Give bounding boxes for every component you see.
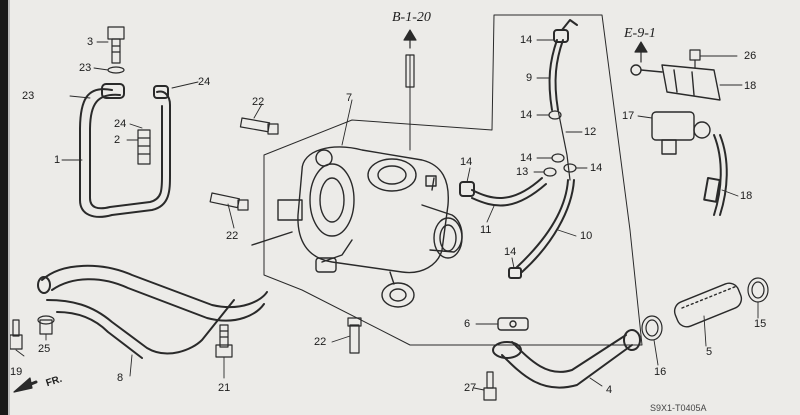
reference-label-top: B-1-20 <box>392 10 431 25</box>
callout-13: 13 <box>516 166 529 178</box>
callout-14-c: 14 <box>520 152 533 164</box>
part-6-gasket <box>497 317 529 331</box>
callout-22-mid: 22 <box>226 230 239 242</box>
part-2-bolt <box>137 129 151 165</box>
part-26-bolt <box>689 49 701 69</box>
part-22-stud-upper <box>239 117 279 135</box>
front-direction-arrow <box>13 377 38 393</box>
callout-23-top: 23 <box>79 62 92 74</box>
part-8-water-pipe <box>37 264 268 359</box>
callout-7: 7 <box>346 92 353 104</box>
part-7-turbocharger <box>251 146 463 308</box>
callout-15: 15 <box>754 318 767 330</box>
callout-2: 2 <box>114 134 121 146</box>
part-22-stud-lower <box>347 317 362 354</box>
part-16-clamp-lower <box>641 315 663 341</box>
part-17-solenoid <box>651 111 711 155</box>
parts-diagram-sheet: B-1-20 E-9-1 FR. S9X1-T0405A 3 23 24 23 … <box>8 0 800 415</box>
callout-23-left: 23 <box>22 90 35 102</box>
callout-9: 9 <box>526 72 533 84</box>
part-27-bolt <box>483 371 497 401</box>
callout-24-top: 24 <box>198 76 211 88</box>
callout-4: 4 <box>606 384 613 396</box>
callout-10: 10 <box>580 230 593 242</box>
part-25-washer <box>37 315 55 335</box>
part-18-bracket-upper <box>630 64 721 101</box>
part-12-line <box>557 109 571 181</box>
part-22-stud-mid <box>209 192 249 211</box>
callout-14-e: 14 <box>460 156 473 168</box>
assembly-outline <box>263 14 643 346</box>
callout-26: 26 <box>744 50 757 62</box>
part-15-clamp <box>747 277 769 303</box>
part-21-bolt <box>215 324 233 358</box>
callout-1: 1 <box>54 154 61 166</box>
callout-21: 21 <box>218 382 231 394</box>
callout-18-lower: 18 <box>740 190 753 202</box>
callout-19: 19 <box>10 366 23 378</box>
callout-8: 8 <box>117 372 124 384</box>
callout-16-lower: 16 <box>654 366 667 378</box>
part-10-hose <box>508 179 575 279</box>
reference-arrow-top <box>403 29 417 151</box>
callout-27: 27 <box>464 382 477 394</box>
callout-11: 11 <box>480 224 492 236</box>
part-1-intake-pipe <box>79 83 171 218</box>
callout-14-b: 14 <box>520 109 533 121</box>
callout-18-upper: 18 <box>744 80 757 92</box>
callout-5: 5 <box>706 346 713 358</box>
part-5-hose <box>673 282 743 328</box>
leader-lines <box>15 39 759 391</box>
part-18-hose-lower <box>703 134 728 216</box>
callout-24-mid: 24 <box>114 118 127 130</box>
callout-17: 17 <box>622 110 635 122</box>
callout-22-lower: 22 <box>314 336 327 348</box>
reference-arrow-right <box>634 41 648 63</box>
callout-3: 3 <box>87 36 94 48</box>
turbocharger-parts-drawing <box>10 14 769 401</box>
callout-14-f: 14 <box>504 246 517 258</box>
part-9-hose <box>548 19 578 111</box>
callout-25: 25 <box>38 343 51 355</box>
callout-6: 6 <box>464 318 471 330</box>
part-19-bolt <box>10 319 23 350</box>
callout-12: 12 <box>584 126 597 138</box>
part-4-outlet-pipe <box>492 329 641 389</box>
callout-14-a: 14 <box>520 34 533 46</box>
reference-label-right: E-9-1 <box>624 26 656 41</box>
part-11-hose <box>459 177 547 207</box>
part-3-bolt <box>107 26 125 74</box>
callout-14-d: 14 <box>590 162 603 174</box>
drawing-code: S9X1-T0405A <box>650 403 707 413</box>
callout-22-upper: 22 <box>252 96 265 108</box>
